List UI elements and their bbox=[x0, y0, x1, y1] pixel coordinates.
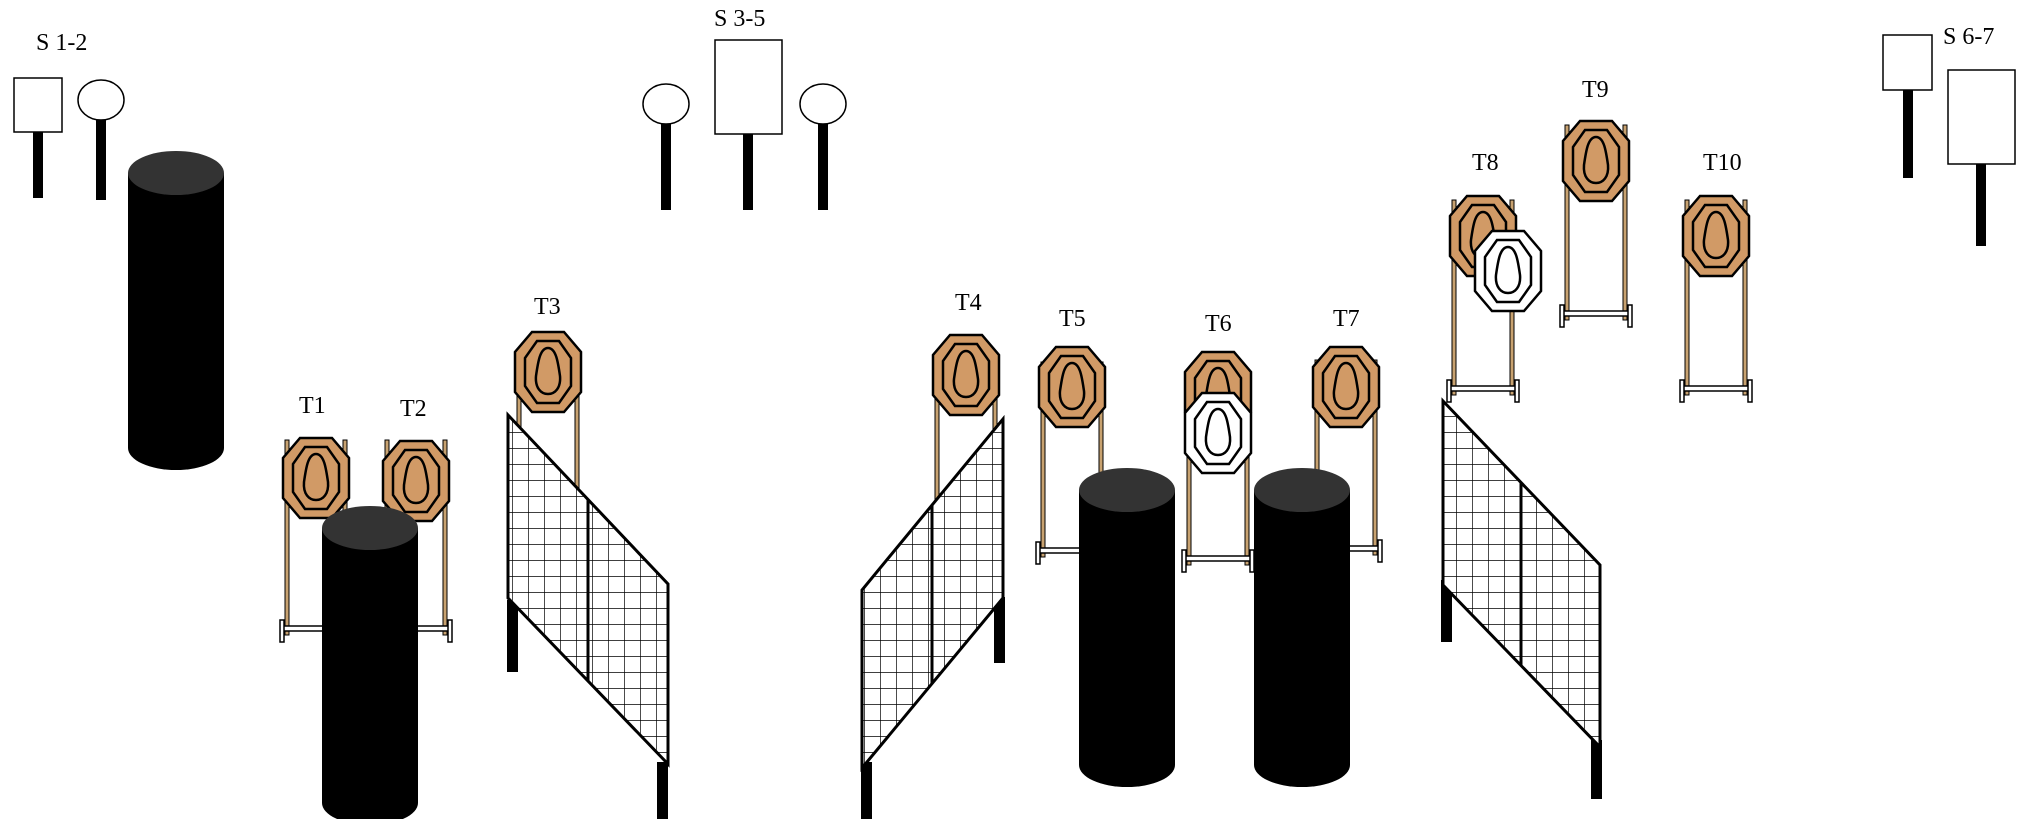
label-t10: T10 bbox=[1703, 150, 1742, 176]
label-t2: T2 bbox=[400, 396, 427, 422]
no-shoot-t8 bbox=[1473, 229, 1543, 313]
target-t4 bbox=[931, 333, 1001, 417]
label-t1: T1 bbox=[299, 393, 326, 419]
barrel-4 bbox=[1254, 468, 1350, 787]
barrel-2 bbox=[322, 506, 418, 824]
label-s6-7: S 6-7 bbox=[1943, 24, 1994, 50]
start-position-s1-2: S 1-2 bbox=[13, 30, 125, 200]
mesh-wall-middle bbox=[860, 414, 1005, 819]
label-t4: T4 bbox=[955, 290, 982, 316]
no-shoot-t6 bbox=[1183, 391, 1253, 475]
label-t3: T3 bbox=[534, 294, 561, 320]
target-t9 bbox=[1561, 119, 1631, 203]
target-t1 bbox=[281, 436, 351, 520]
label-t7: T7 bbox=[1333, 306, 1360, 332]
barrel-3 bbox=[1079, 468, 1175, 787]
start-position-s6-7: S 6-7 bbox=[1882, 24, 2016, 246]
barrel-1 bbox=[128, 151, 224, 470]
label-s1-2: S 1-2 bbox=[36, 30, 87, 56]
start-position-s3-5: S 3-5 bbox=[642, 6, 847, 210]
mesh-wall-left bbox=[506, 411, 670, 819]
target-t3 bbox=[513, 330, 583, 414]
label-t5: T5 bbox=[1059, 306, 1086, 332]
target-t7 bbox=[1311, 345, 1381, 429]
label-s3-5: S 3-5 bbox=[714, 6, 765, 32]
target-t10 bbox=[1681, 194, 1751, 278]
label-t9: T9 bbox=[1582, 77, 1609, 103]
label-t6: T6 bbox=[1205, 311, 1232, 337]
label-t8: T8 bbox=[1472, 150, 1499, 176]
target-t5 bbox=[1037, 345, 1107, 429]
mesh-wall-right bbox=[1441, 397, 1602, 799]
